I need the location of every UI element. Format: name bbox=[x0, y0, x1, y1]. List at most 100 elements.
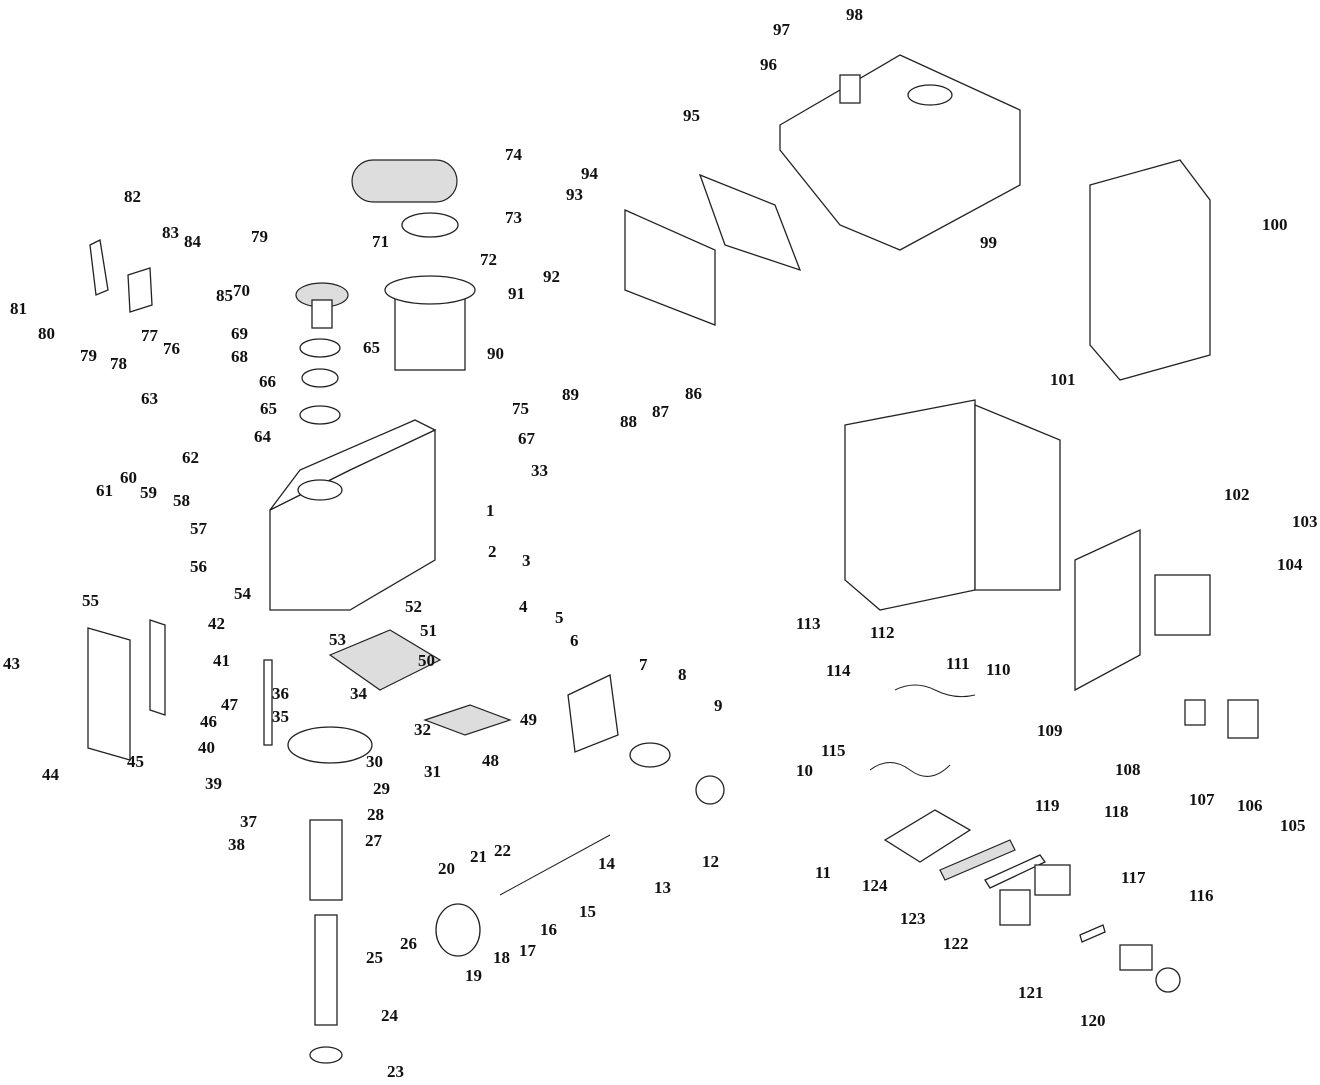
callout: 36 bbox=[272, 684, 289, 703]
callout: 87 bbox=[652, 402, 669, 421]
callout: 106 bbox=[1237, 796, 1263, 815]
callout: 73 bbox=[505, 208, 522, 227]
callout: 79 bbox=[80, 346, 97, 365]
terminal-strip bbox=[939, 839, 1016, 881]
callout: 111 bbox=[946, 654, 970, 673]
belt bbox=[351, 159, 458, 203]
callout: 112 bbox=[870, 623, 895, 642]
control-panel bbox=[624, 208, 716, 326]
clutch bbox=[629, 742, 671, 768]
callout: 114 bbox=[826, 661, 851, 680]
callout: 35 bbox=[272, 707, 289, 726]
callout: 9 bbox=[714, 696, 723, 715]
callout: 19 bbox=[465, 966, 482, 985]
callout: 84 bbox=[184, 232, 201, 251]
callout: 12 bbox=[702, 852, 719, 871]
callout: 61 bbox=[96, 481, 113, 500]
callout: 60 bbox=[120, 468, 137, 487]
cooling-fan bbox=[328, 629, 442, 691]
callout: 27 bbox=[365, 831, 382, 850]
callout: 74 bbox=[505, 145, 522, 164]
callout: 103 bbox=[1292, 512, 1318, 531]
relays bbox=[1034, 864, 1071, 896]
callout: 81 bbox=[10, 299, 27, 318]
callout: 44 bbox=[42, 765, 59, 784]
terminal-block bbox=[1184, 699, 1206, 726]
callout: 108 bbox=[1115, 760, 1141, 779]
callout: 14 bbox=[598, 854, 615, 873]
bearing-upper bbox=[299, 338, 341, 358]
callout: 25 bbox=[366, 948, 383, 967]
callout: 83 bbox=[162, 223, 179, 242]
callout: 30 bbox=[366, 752, 383, 771]
callout: 102 bbox=[1224, 485, 1250, 504]
fan-grille bbox=[423, 704, 512, 736]
callout: 58 bbox=[173, 491, 190, 510]
switch-body bbox=[1119, 944, 1153, 971]
callout: 124 bbox=[862, 876, 888, 895]
callout: 105 bbox=[1280, 816, 1306, 835]
callout: 24 bbox=[381, 1006, 398, 1025]
din-rail-short bbox=[1079, 924, 1106, 943]
callout: 104 bbox=[1277, 555, 1303, 574]
callout: 37 bbox=[240, 812, 257, 831]
callout: 54 bbox=[234, 584, 251, 603]
spindle-nut bbox=[309, 1046, 343, 1064]
callout: 34 bbox=[350, 684, 367, 703]
callout: 107 bbox=[1189, 790, 1215, 809]
callout: 6 bbox=[570, 631, 579, 650]
callout: 101 bbox=[1050, 370, 1076, 389]
callout: 39 bbox=[205, 774, 222, 793]
quill bbox=[309, 819, 343, 901]
worm-shaft bbox=[499, 834, 611, 896]
gearbox-housing bbox=[567, 674, 619, 753]
callout: 2 bbox=[488, 542, 497, 561]
head-cover bbox=[779, 54, 1021, 251]
callout: 67 bbox=[518, 429, 535, 448]
callout: 38 bbox=[228, 835, 245, 854]
fine-feed-rod bbox=[263, 659, 273, 746]
callout: 85 bbox=[216, 286, 233, 305]
callout: 42 bbox=[208, 614, 225, 633]
crank-arm bbox=[89, 239, 109, 296]
callout: 51 bbox=[420, 621, 437, 640]
contactor bbox=[999, 889, 1031, 926]
callout: 40 bbox=[198, 738, 215, 757]
callout: 31 bbox=[424, 762, 441, 781]
callout: 5 bbox=[555, 608, 564, 627]
callout: 32 bbox=[414, 720, 431, 739]
callout: 90 bbox=[487, 344, 504, 363]
callout: 22 bbox=[494, 841, 511, 860]
callout: 63 bbox=[141, 389, 158, 408]
callout: 66 bbox=[259, 372, 276, 391]
callout: 86 bbox=[685, 384, 702, 403]
callout: 26 bbox=[400, 934, 417, 953]
callout: 92 bbox=[543, 267, 560, 286]
callout: 50 bbox=[418, 651, 435, 670]
callout: 113 bbox=[796, 614, 821, 633]
callout: 23 bbox=[387, 1062, 404, 1081]
callout: 79 bbox=[251, 227, 268, 246]
callout: 100 bbox=[1262, 215, 1288, 234]
callout: 8 bbox=[678, 665, 687, 684]
mounting-plate bbox=[1074, 528, 1141, 692]
callout: 13 bbox=[654, 878, 671, 897]
callout: 1 bbox=[486, 501, 495, 520]
callout: 117 bbox=[1121, 868, 1146, 887]
callout: 75 bbox=[512, 399, 529, 418]
callout: 17 bbox=[519, 941, 536, 960]
callout: 33 bbox=[531, 461, 548, 480]
callout: 115 bbox=[821, 741, 846, 760]
callout: 109 bbox=[1037, 721, 1063, 740]
panel-housing bbox=[698, 173, 802, 272]
din-rail bbox=[984, 854, 1046, 889]
callout: 21 bbox=[470, 847, 487, 866]
crank-plate bbox=[127, 267, 153, 313]
callout: 122 bbox=[943, 934, 969, 953]
callout: 91 bbox=[508, 284, 525, 303]
callout: 110 bbox=[986, 660, 1011, 679]
callout: 45 bbox=[127, 752, 144, 771]
callout: 120 bbox=[1080, 1011, 1106, 1030]
callout: 68 bbox=[231, 347, 248, 366]
